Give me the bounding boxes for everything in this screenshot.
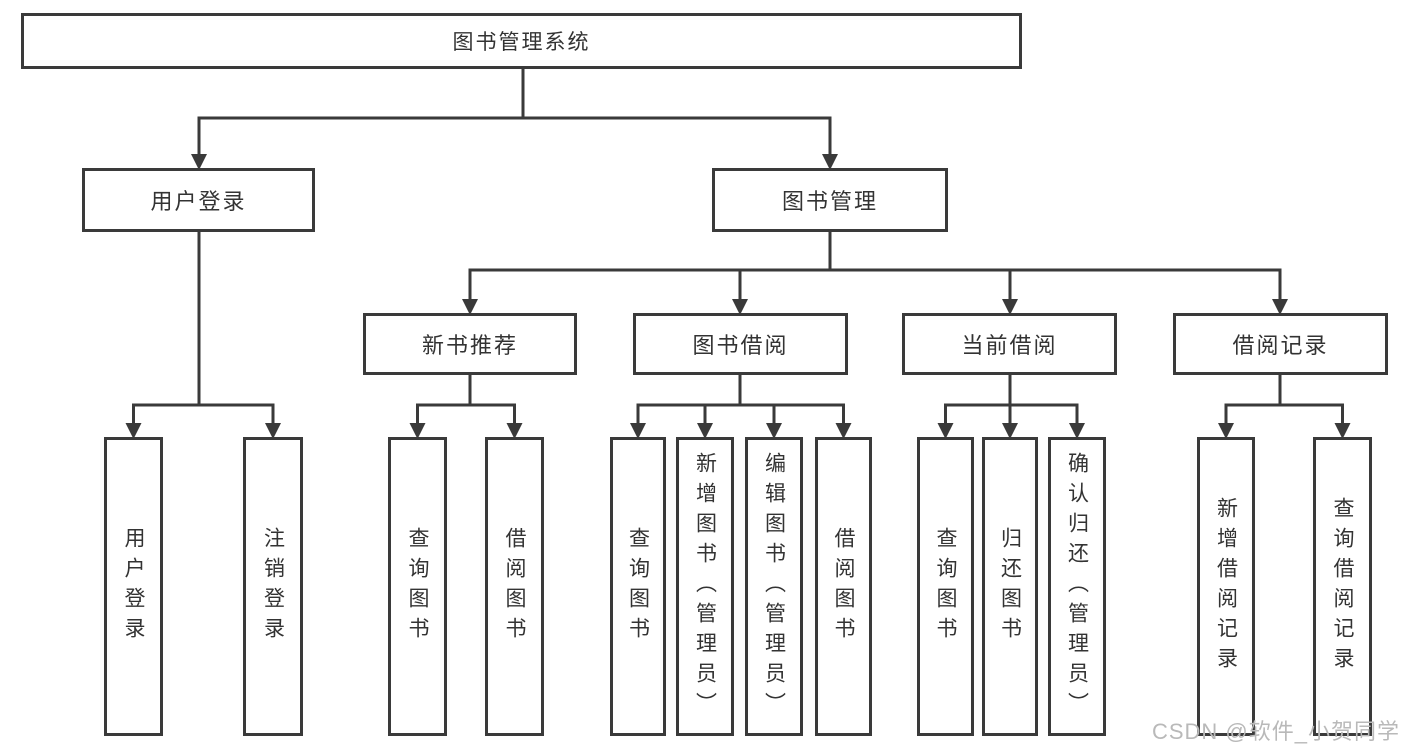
leaf-logout: 注销登录 (243, 437, 303, 736)
node-borrow-records: 借阅记录 (1173, 313, 1388, 375)
leaf-borrow-book-1-label: 借阅图书 (503, 526, 526, 647)
csdn-watermark: CSDN @软件_小贺同学 (1151, 719, 1400, 744)
node-new-book-recommend-label: 新书推荐 (421, 333, 518, 358)
leaf-query-books-3: 查询图书 (917, 437, 974, 736)
leaf-logout-label: 注销登录 (261, 526, 285, 647)
leaf-user-login: 用户登录 (104, 437, 163, 736)
node-borrow-records-label: 借阅记录 (1232, 333, 1329, 358)
node-book-borrow: 图书借阅 (633, 313, 848, 375)
node-current-borrow-label: 当前借阅 (961, 333, 1058, 358)
node-user-login-label: 用户登录 (150, 189, 247, 214)
leaf-query-books-1: 查询图书 (388, 437, 447, 736)
node-book-borrow-label: 图书借阅 (692, 333, 789, 358)
leaf-query-books-2: 查询图书 (610, 437, 666, 736)
leaf-edit-book-admin: 编辑图书（管理员） (745, 437, 803, 736)
leaf-add-book-admin-label: 新增图书（管理员） (693, 451, 717, 722)
leaf-borrow-book-1: 借阅图书 (485, 437, 544, 736)
leaf-query-books-1-label: 查询图书 (406, 526, 429, 647)
node-user-login: 用户登录 (82, 168, 315, 232)
leaf-borrow-book-2: 借阅图书 (815, 437, 872, 736)
leaf-add-borrow-record-label: 新增借阅记录 (1214, 496, 1238, 677)
leaf-add-borrow-record: 新增借阅记录 (1197, 437, 1255, 736)
leaf-query-books-2-label: 查询图书 (626, 526, 650, 647)
leaf-query-books-3-label: 查询图书 (934, 526, 957, 647)
leaf-add-book-admin: 新增图书（管理员） (676, 437, 734, 736)
node-new-book-recommend: 新书推荐 (363, 313, 577, 375)
leaf-return-book-label: 归还图书 (998, 526, 1022, 647)
leaf-query-borrow-record: 查询借阅记录 (1313, 437, 1372, 736)
node-book-management-label: 图书管理 (781, 189, 878, 214)
node-book-management: 图书管理 (712, 168, 948, 232)
leaf-query-borrow-record-label: 查询借阅记录 (1331, 496, 1354, 677)
leaf-confirm-return-admin-label: 确认归还（管理员） (1065, 451, 1089, 722)
leaf-edit-book-admin-label: 编辑图书（管理员） (762, 451, 786, 722)
root-node-label: 图书管理系统 (452, 31, 591, 54)
root-node: 图书管理系统 (21, 13, 1022, 69)
leaf-borrow-book-2-label: 借阅图书 (832, 526, 855, 647)
leaf-confirm-return-admin: 确认归还（管理员） (1048, 437, 1106, 736)
node-current-borrow: 当前借阅 (902, 313, 1117, 375)
leaf-return-book: 归还图书 (982, 437, 1038, 736)
leaf-user-login-label: 用户登录 (122, 526, 145, 647)
